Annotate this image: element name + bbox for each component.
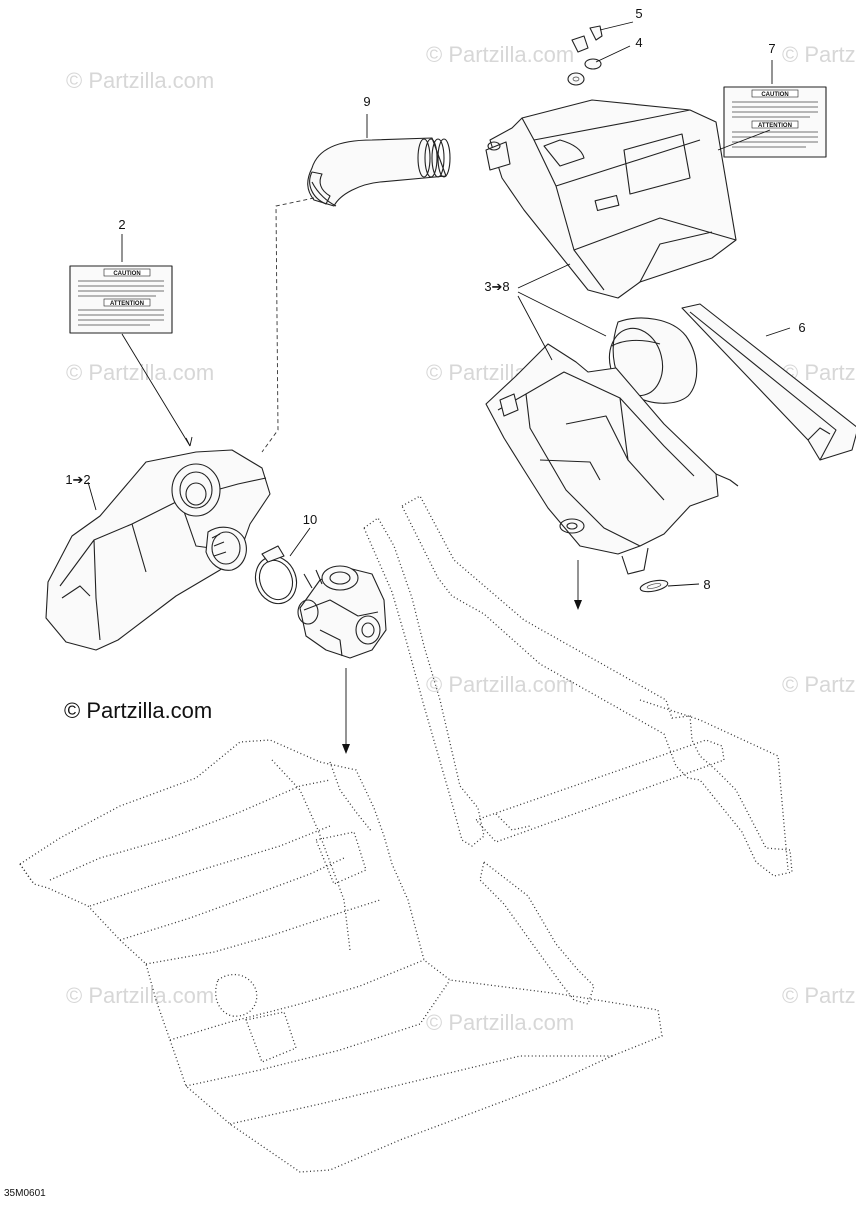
copyright-text: © Partzilla.com xyxy=(64,698,212,723)
callout-4: 4 xyxy=(635,35,642,50)
clamp-10 xyxy=(254,545,298,605)
airbox-base xyxy=(485,343,739,575)
caution-label-right: CAUTION ATTENTION xyxy=(723,86,827,158)
callout-9: 9 xyxy=(363,94,370,109)
callout-layer: 9 5 4 7 2 3➔8 6 1➔2 10 8 xyxy=(65,6,805,592)
watermark: © Partzilla.com xyxy=(426,42,574,67)
strip-part-6 xyxy=(681,303,856,461)
callout-3-to-8: 3➔8 xyxy=(484,279,509,294)
intake-silencer xyxy=(45,449,271,651)
intake-tube xyxy=(307,137,451,207)
airbox-cover xyxy=(485,99,737,299)
watermark: © Partzilla.com xyxy=(426,672,574,697)
watermark: © Partzilla.com xyxy=(782,42,856,67)
callout-5: 5 xyxy=(635,6,642,21)
drawing-code: 35M0601 xyxy=(4,1188,46,1199)
leader-lines xyxy=(87,21,791,754)
label-heading: CAUTION xyxy=(113,271,140,277)
watermark: © Partzilla.com xyxy=(66,68,214,93)
callout-2: 2 xyxy=(118,217,125,232)
floor-pan xyxy=(19,739,663,1173)
watermark: © Partzilla.com xyxy=(782,672,856,697)
label-heading: CAUTION xyxy=(761,92,788,98)
watermark: © Partzilla.com xyxy=(426,1010,574,1035)
label-heading: ATTENTION xyxy=(110,301,144,307)
assembly-line xyxy=(261,197,315,453)
callout-10: 10 xyxy=(303,512,317,527)
label-heading: ATTENTION xyxy=(758,123,792,129)
callout-1-to-2: 1➔2 xyxy=(65,472,90,487)
callout-7: 7 xyxy=(768,41,775,56)
callout-6: 6 xyxy=(798,320,805,335)
caution-label-left: CAUTION ATTENTION xyxy=(69,265,173,334)
carburetor xyxy=(297,565,387,659)
fitting-5 xyxy=(571,25,603,53)
watermark: © Partzilla.com xyxy=(782,983,856,1008)
frame-rollbar xyxy=(363,495,793,1005)
watermark: © Partzilla.com xyxy=(66,983,214,1008)
callout-8: 8 xyxy=(703,577,710,592)
seal-8 xyxy=(639,579,669,593)
